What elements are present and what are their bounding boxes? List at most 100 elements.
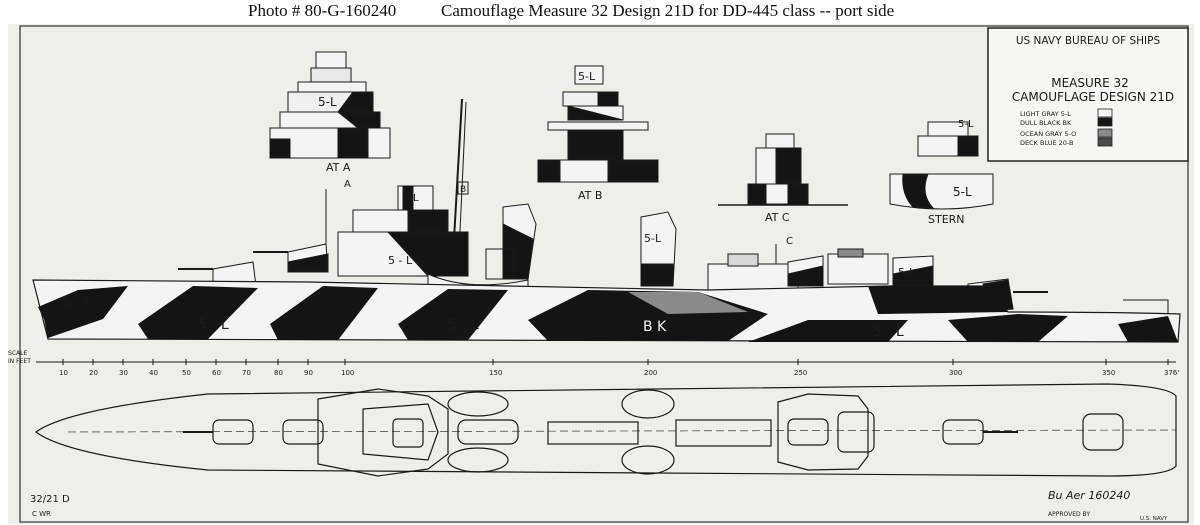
legend: LIGHT GRAY 5-L DULL BLACK BK OCEAN GRAY … bbox=[1020, 108, 1113, 147]
gun-mount-patch bbox=[787, 265, 824, 287]
drawing-notes: 32/21 D C WR Bu Aer 160240 APPROVED BY U… bbox=[30, 489, 1168, 522]
section-black-patch bbox=[607, 159, 659, 183]
section-at-c: AT C bbox=[718, 133, 848, 224]
plan-torpedo bbox=[675, 419, 772, 447]
bu-aer-note: Bu Aer 160240 bbox=[1048, 489, 1130, 502]
legend-label: DULL BLACK BK bbox=[1020, 119, 1072, 127]
plan-boat bbox=[621, 445, 675, 475]
deckhouse-aft-2 bbox=[827, 253, 889, 285]
hull-patch bbox=[38, 286, 128, 338]
label-aft-5l: 5 - L bbox=[873, 324, 904, 340]
hull-patch bbox=[948, 314, 1068, 342]
section-block bbox=[315, 51, 347, 69]
callout-a: A bbox=[344, 179, 351, 190]
stack-patch bbox=[502, 223, 534, 280]
stack-patch bbox=[640, 263, 674, 287]
section-black-patch bbox=[747, 183, 767, 205]
hull-dark-patches bbox=[38, 286, 1178, 342]
at-c-label: AT C bbox=[765, 211, 790, 224]
approved-note: APPROVED BY bbox=[1048, 511, 1090, 518]
hull-patch bbox=[628, 292, 748, 314]
bridge-patch bbox=[407, 209, 449, 233]
agency-text: US NAVY BUREAU OF SHIPS bbox=[1016, 35, 1161, 47]
section-block bbox=[765, 133, 795, 149]
section-label-5l: 5-L bbox=[318, 95, 337, 109]
scale-tick-label: 376' bbox=[1164, 369, 1179, 377]
legend-swatch bbox=[1097, 128, 1113, 138]
plan-boat bbox=[447, 447, 509, 473]
ship-profile: 5 - L 5 - L 5 - L B K 5 - L 5-L 5-L 5 - … bbox=[32, 98, 1181, 343]
plan-midship bbox=[547, 421, 639, 445]
at-a-label: AT A bbox=[326, 161, 351, 174]
label-bridge-5l: 5 - L bbox=[388, 254, 413, 267]
section-block bbox=[297, 81, 367, 93]
label-mid-5l: 5 - L bbox=[448, 317, 479, 333]
hull-patch bbox=[398, 289, 508, 340]
callout-b: B bbox=[460, 185, 466, 195]
plan-depth-charge bbox=[1082, 413, 1124, 451]
plan-hull-outline bbox=[34, 383, 1177, 477]
section-at-b: 5-L AT B bbox=[537, 65, 659, 202]
scale-label: IN FEET bbox=[8, 358, 31, 365]
design-text: CAMOUFLAGE DESIGN 21D bbox=[1012, 90, 1174, 104]
plan-gun-2 bbox=[282, 419, 324, 445]
scale-tick-label: 30 bbox=[119, 369, 128, 377]
section-black-patch bbox=[787, 183, 809, 205]
callout-c: C bbox=[786, 236, 793, 247]
label-mount-5l: 5-L bbox=[898, 266, 916, 279]
gun-mount-patch bbox=[287, 253, 329, 273]
camouflage-drawing: US NAVY BUREAU OF SHIPS MEASURE 32 CAMOU… bbox=[8, 25, 1189, 523]
section-black-patch bbox=[567, 105, 624, 121]
label-bow-5l: 5 - L bbox=[63, 295, 92, 310]
label-aft-upper-5l: 5-L bbox=[828, 297, 846, 310]
plan-view bbox=[34, 383, 1177, 477]
section-black-patch bbox=[775, 147, 802, 185]
plan-boat bbox=[621, 389, 675, 419]
section-black-patch bbox=[597, 91, 619, 107]
hull-patch bbox=[868, 286, 1008, 314]
plan-gun-3 bbox=[787, 418, 829, 446]
scale-tick-label: 20 bbox=[89, 369, 98, 377]
label-bk: B K bbox=[643, 319, 667, 335]
hull-patch bbox=[1118, 316, 1178, 342]
section-black-patch bbox=[567, 129, 624, 161]
section-block bbox=[547, 121, 649, 131]
section-block bbox=[574, 65, 604, 85]
label-fwd-5l: 5 - L bbox=[198, 317, 229, 333]
legend-swatch bbox=[1097, 117, 1113, 127]
section-block bbox=[310, 67, 352, 83]
scale-tick-label: 10 bbox=[59, 369, 68, 377]
callout-b-box bbox=[457, 181, 469, 195]
section-black-patch bbox=[957, 135, 979, 157]
legend-item-dull-black: DULL BLACK BK bbox=[1020, 117, 1113, 127]
scale-tick-label: 80 bbox=[274, 369, 283, 377]
plan-aft-deckhouse bbox=[777, 393, 869, 471]
scale-tick-label: 150 bbox=[489, 369, 502, 377]
legend-item-ocean-gray: OCEAN GRAY 5-O bbox=[1020, 128, 1113, 138]
photo-title: Camouflage Measure 32 Design 21D for DD-… bbox=[441, 1, 895, 20]
hull-patch bbox=[748, 320, 908, 342]
legend-item-deck-blue: DECK BLUE 20-B bbox=[1020, 137, 1113, 147]
stern-label-5l: 5-L bbox=[953, 185, 972, 199]
section-label-5l: 5-L bbox=[958, 119, 974, 130]
bridge-patch bbox=[386, 231, 469, 277]
legend-label: OCEAN GRAY 5-O bbox=[1020, 130, 1076, 138]
deckhouse-top bbox=[837, 248, 864, 258]
legend-swatch bbox=[1097, 137, 1113, 147]
hull-patch bbox=[138, 286, 258, 339]
initials-note: C WR bbox=[32, 510, 51, 518]
design-ref-note: 32/21 D bbox=[30, 494, 70, 505]
hull-gray-patches bbox=[628, 292, 748, 314]
scale-tick-label: 200 bbox=[644, 369, 657, 377]
scale-tick-label: 90 bbox=[304, 369, 313, 377]
label-stack-5l: 5-L bbox=[644, 232, 662, 245]
scale-tick-label: 70 bbox=[242, 369, 251, 377]
scale-tick-label: 100 bbox=[341, 369, 354, 377]
plan-boat bbox=[447, 391, 509, 417]
legend-label: DECK BLUE 20-B bbox=[1020, 139, 1074, 147]
section-black-patch bbox=[902, 173, 935, 209]
scale-tick-label: 60 bbox=[212, 369, 221, 377]
searchlight-platform bbox=[485, 248, 515, 280]
